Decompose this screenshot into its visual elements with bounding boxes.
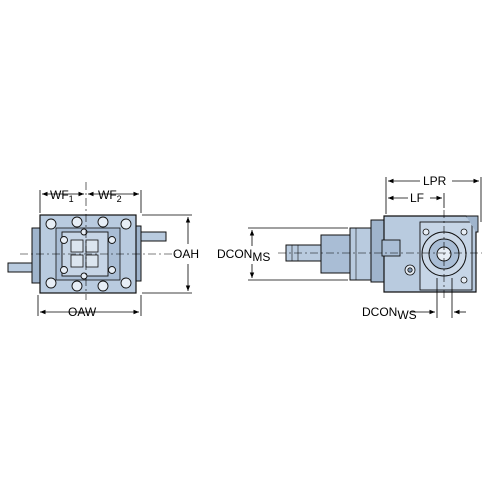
oah-label: OAH (173, 247, 199, 261)
front-dimensions (37, 190, 192, 316)
side-shank (349, 227, 373, 281)
side-port (381, 239, 401, 257)
front-right-shaft (137, 231, 167, 242)
wf2-label: WF (98, 188, 117, 202)
front-view (7, 182, 176, 300)
lpr-label: LPR (423, 174, 447, 188)
svg-text:WF1: WF1 (50, 188, 74, 204)
front-bolts (45, 216, 132, 292)
dconws-label: DCON (362, 305, 397, 319)
wf1-subscript: 1 (69, 194, 74, 204)
oaw-label: OAW (68, 305, 97, 319)
dconms-label: DCON (217, 247, 252, 261)
svg-text:DCONWS: DCONWS (362, 305, 417, 322)
side-nose (466, 215, 479, 233)
side-screws (404, 228, 468, 284)
wf1-label: WF (50, 188, 69, 202)
side-centerlines (278, 210, 482, 300)
front-centerlines (20, 182, 176, 300)
wf2-subscript: 2 (117, 194, 122, 204)
dconws-subscript: WS (397, 308, 416, 322)
dconms-subscript: MS (252, 250, 270, 264)
lf-label: LF (410, 191, 424, 205)
side-collar (320, 234, 352, 274)
side-dimensions (248, 177, 482, 318)
svg-text:DCONMS: DCONMS (217, 247, 270, 264)
svg-text:WF2: WF2 (98, 188, 122, 204)
side-view (278, 210, 482, 300)
